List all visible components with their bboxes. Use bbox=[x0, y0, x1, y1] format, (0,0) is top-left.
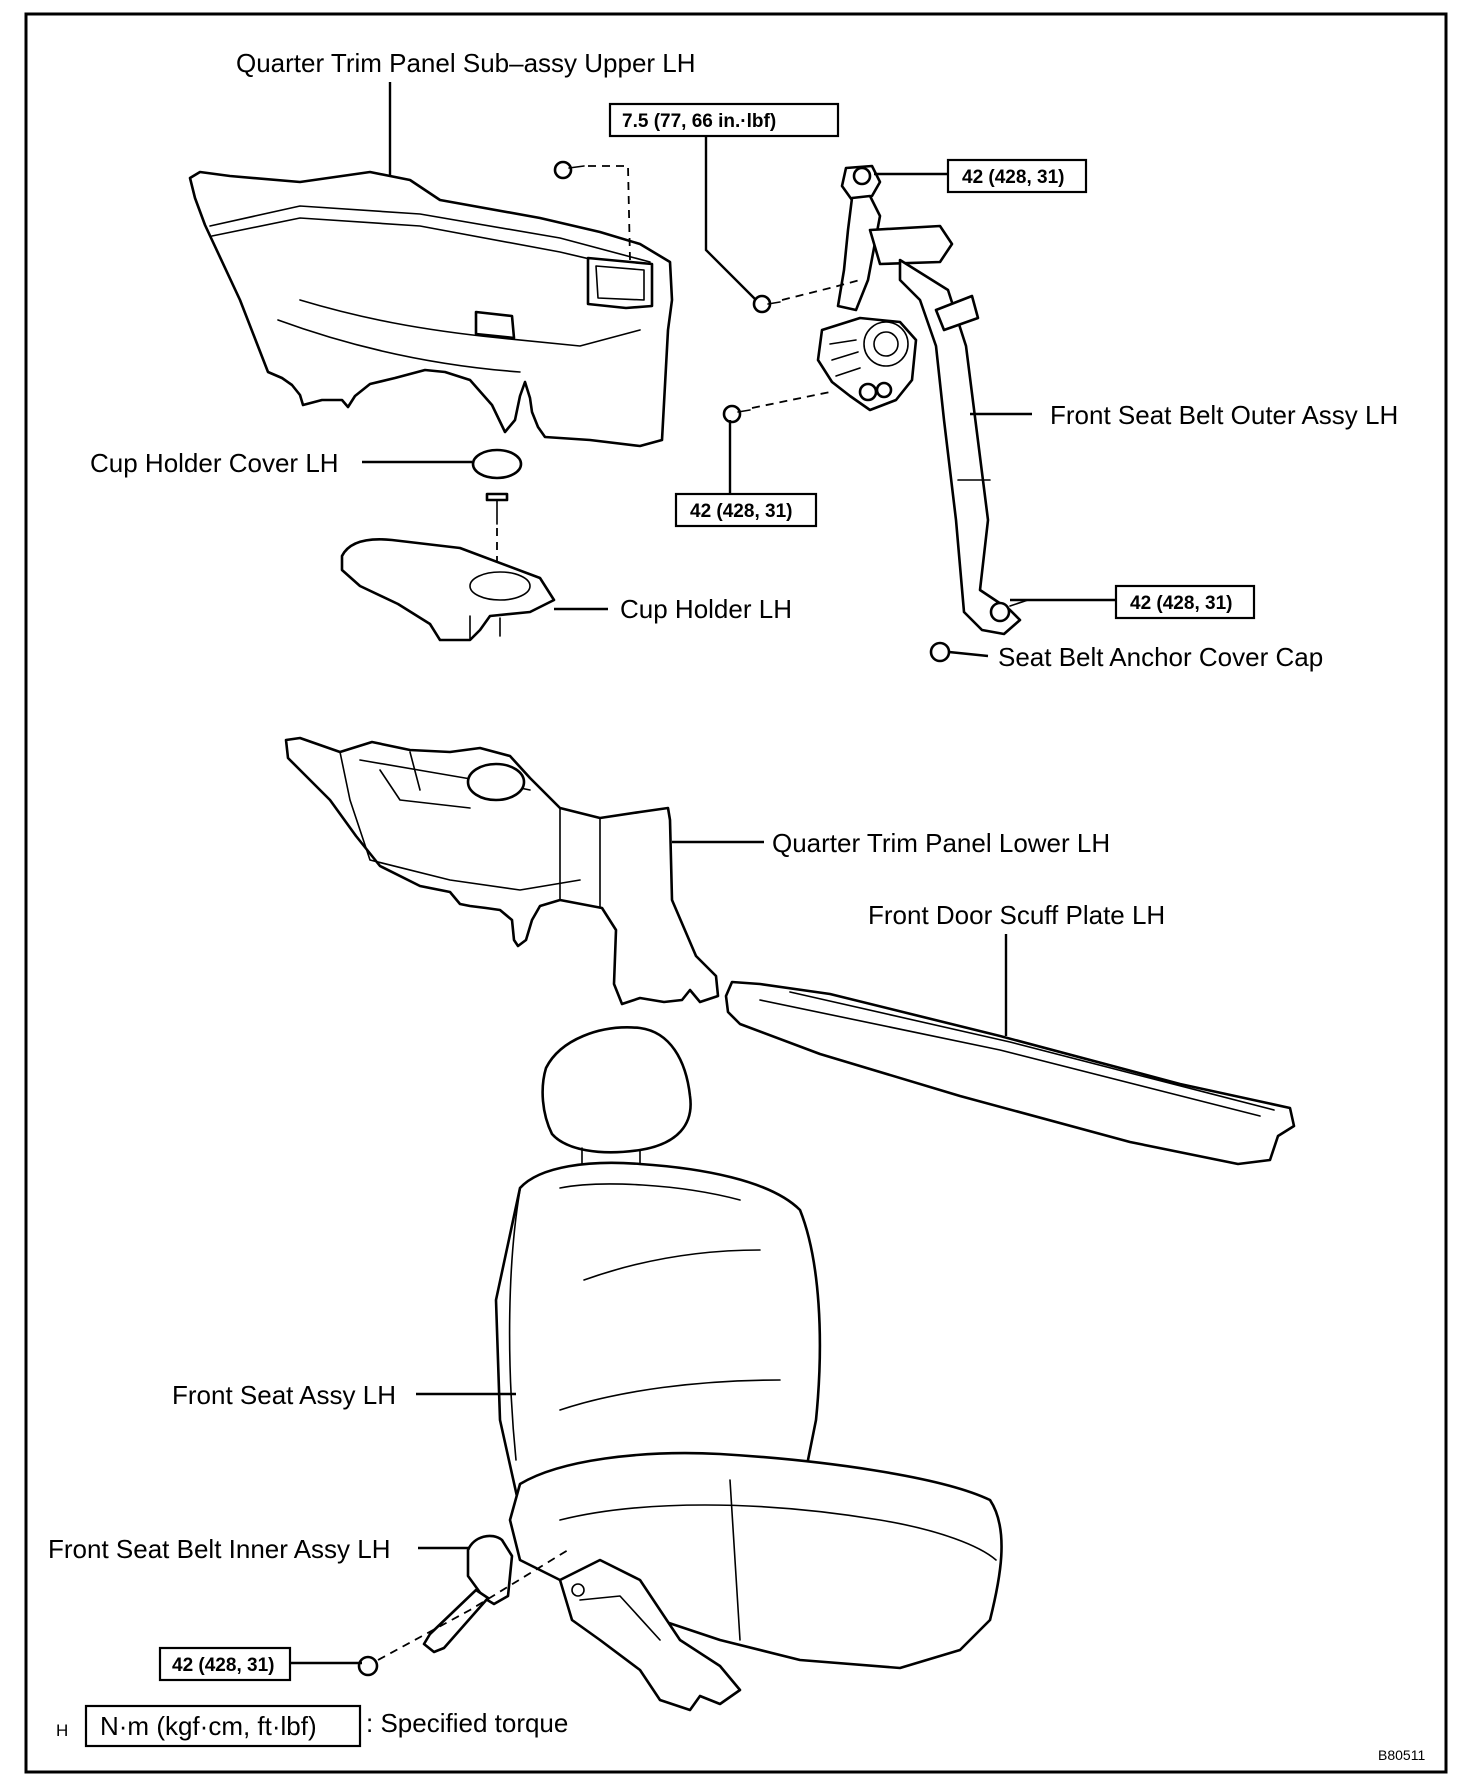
cup-holder-screw-drawing bbox=[485, 492, 509, 525]
retractor-bolt-drawing bbox=[752, 294, 781, 314]
trim-clip-drawing bbox=[553, 160, 585, 180]
svg-text:7.5 (77, 66 in.·lbf): 7.5 (77, 66 in.·lbf) bbox=[622, 111, 776, 132]
torque-legend: H N·m (kgf·cm, ft·lbf) : Specified torqu… bbox=[56, 1704, 568, 1748]
legend-description: : Specified torque bbox=[366, 1708, 568, 1738]
anchor-cover-cap-drawing bbox=[929, 641, 951, 663]
inner-belt-dash bbox=[377, 1549, 569, 1661]
front-seat-belt-inner-drawing bbox=[357, 1534, 514, 1677]
torque-box-floor: 42 (428, 31) bbox=[1114, 584, 1256, 620]
retractor-lower-dash bbox=[751, 391, 831, 409]
figure-code: B80511 bbox=[1378, 1747, 1425, 1763]
label-front-belt-inner: Front Seat Belt Inner Assy LH bbox=[48, 1534, 391, 1564]
quarter-trim-panel-upper-drawing bbox=[188, 170, 674, 448]
svg-text:42 (428, 31): 42 (428, 31) bbox=[962, 167, 1064, 188]
quarter-trim-panel-lower-drawing bbox=[284, 736, 720, 1006]
label-cup-holder: Cup Holder LH bbox=[620, 594, 792, 624]
svg-text:42 (428, 31): 42 (428, 31) bbox=[1130, 593, 1232, 614]
torque-box-shoulder: 42 (428, 31) bbox=[946, 158, 1088, 194]
legend-symbol: H bbox=[56, 1721, 68, 1740]
front-seat-belt-outer-drawing bbox=[816, 164, 1029, 636]
legend-unit-box bbox=[84, 1704, 362, 1748]
label-front-seat: Front Seat Assy LH bbox=[172, 1380, 396, 1410]
retractor-lower-bolt-drawing bbox=[722, 404, 751, 424]
svg-text:42 (428, 31): 42 (428, 31) bbox=[690, 501, 792, 522]
cup-holder-cover-drawing bbox=[471, 448, 523, 480]
torque-box-lower: 42 (428, 31) bbox=[674, 492, 818, 528]
label-scuff-plate: Front Door Scuff Plate LH bbox=[868, 900, 1165, 930]
label-anchor-cover-cap: Seat Belt Anchor Cover Cap bbox=[998, 642, 1323, 672]
diagram-frame bbox=[24, 12, 1448, 1774]
torque-box-retractor: 7.5 (77, 66 in.·lbf) bbox=[608, 102, 840, 138]
front-door-scuff-plate-drawing bbox=[724, 980, 1296, 1166]
clip-dash-line bbox=[588, 165, 631, 261]
front-seat-drawing bbox=[494, 1026, 1003, 1712]
label-quarter-trim-upper: Quarter Trim Panel Sub–assy Upper LH bbox=[236, 48, 696, 78]
leader-anchor-cap bbox=[948, 650, 989, 658]
label-cup-holder-cover: Cup Holder Cover LH bbox=[90, 448, 339, 478]
cup-holder-drawing bbox=[340, 538, 556, 642]
leader-torque-retractor bbox=[704, 118, 757, 301]
torque-box-inner: 42 (428, 31) bbox=[158, 1646, 292, 1682]
label-quarter-trim-lower: Quarter Trim Panel Lower LH bbox=[772, 828, 1110, 858]
legend-unit-text: N·m (kgf·cm, ft·lbf) bbox=[100, 1711, 317, 1741]
retractor-bolt-dash bbox=[781, 279, 861, 301]
label-front-belt-outer: Front Seat Belt Outer Assy LH bbox=[1050, 400, 1398, 430]
svg-text:42 (428, 31): 42 (428, 31) bbox=[172, 1655, 274, 1676]
